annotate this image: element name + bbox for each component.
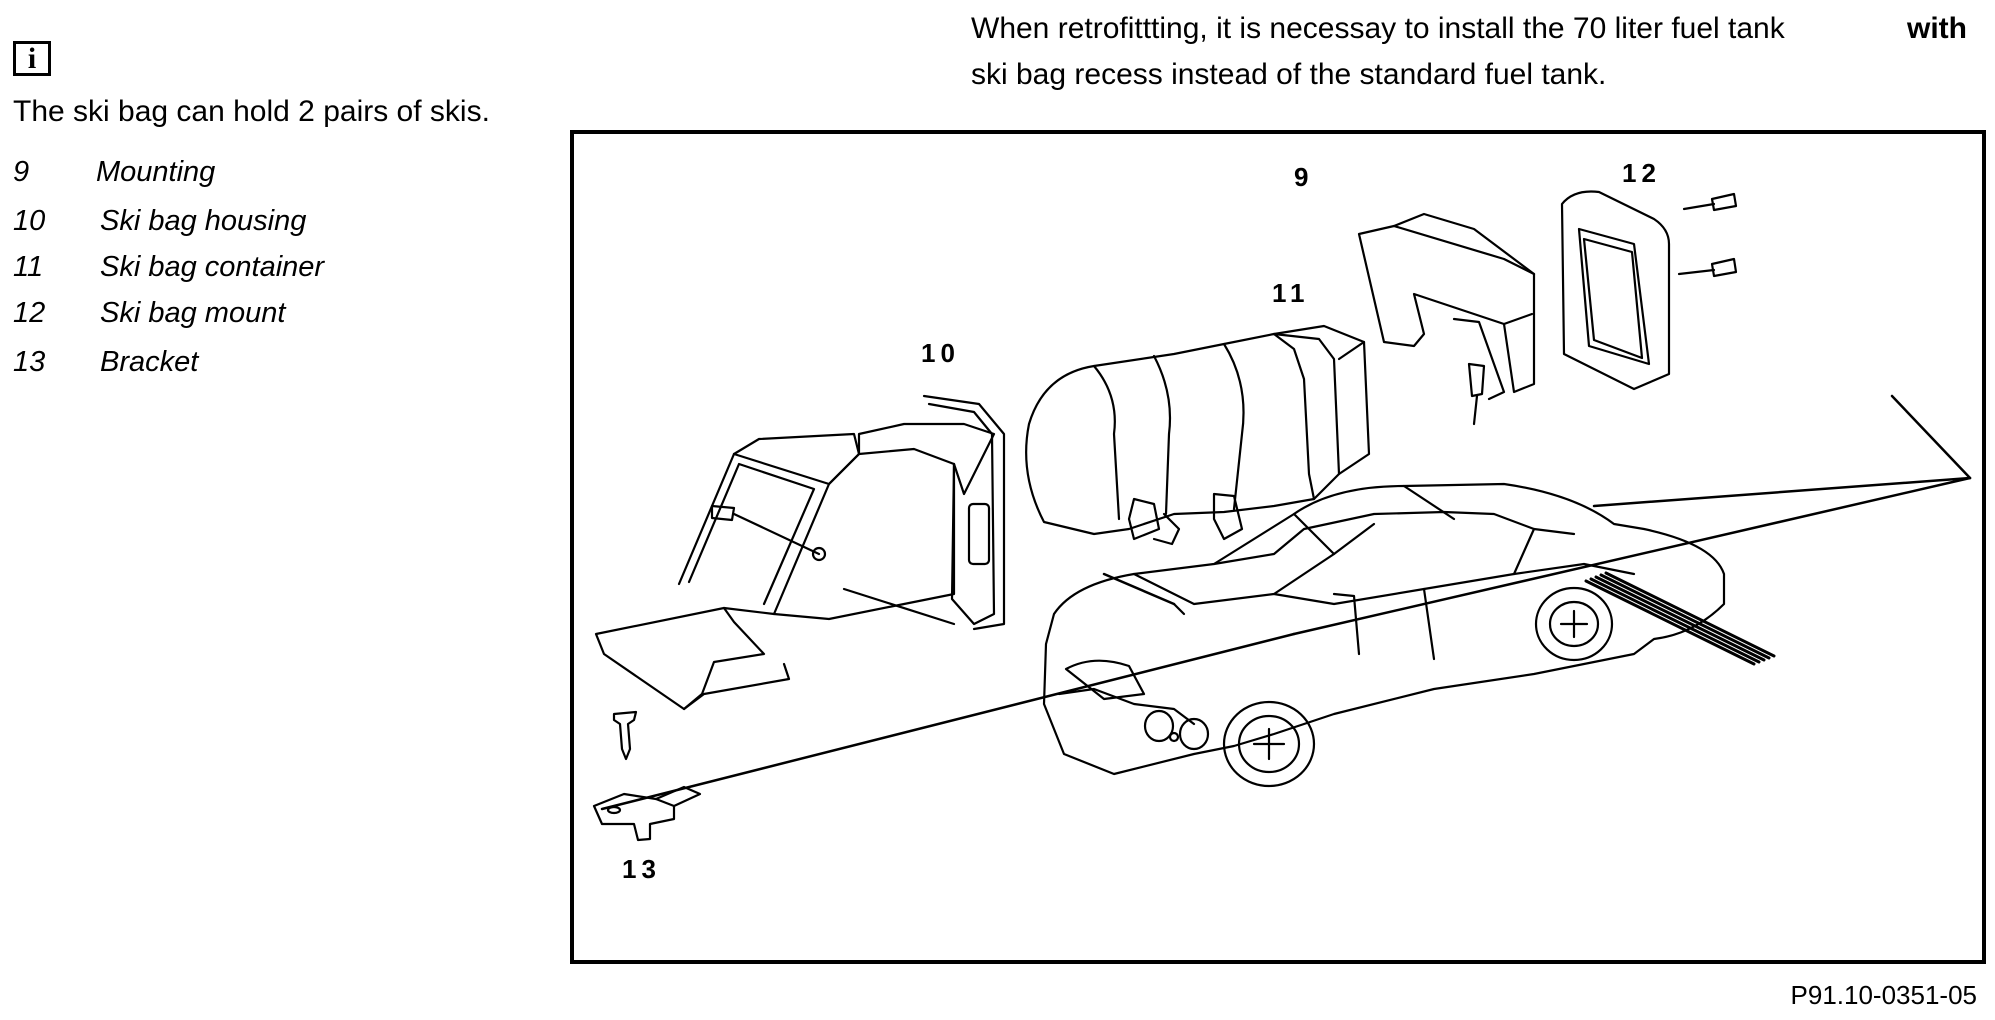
legend-number: 11 (13, 251, 44, 283)
legend-label: Ski bag container (100, 251, 325, 283)
legend-number: 9 (13, 156, 30, 188)
part-10-housing (594, 394, 1006, 711)
callout-10: 10 (921, 338, 960, 368)
car-illustration (1042, 482, 1726, 788)
part-12-mount (1560, 190, 1738, 391)
car-section-marker (1584, 571, 1776, 666)
note-line-2: ski bag recess instead of the standard f… (971, 58, 1607, 91)
callout-11: 11 (1272, 278, 1310, 308)
legend-label: Ski bag housing (100, 205, 307, 237)
leader-lines (600, 394, 1972, 811)
note-line-1-bold: with (1907, 12, 1967, 45)
intro-text: The ski bag can hold 2 pairs of skis. (13, 95, 490, 128)
part-13-bracket (592, 710, 702, 842)
callout-12: 12 (1622, 158, 1661, 188)
exploded-diagram: 9 10 11 12 13 (570, 130, 1986, 964)
callout-13: 13 (622, 854, 661, 884)
info-icon: i (13, 41, 51, 76)
legend-number: 12 (13, 297, 46, 329)
note-line-1-text: When retrofittting, it is necessay to in… (971, 12, 1785, 45)
legend-label: Bracket (100, 346, 199, 378)
callout-9: 9 (1294, 162, 1313, 192)
legend-number: 13 (13, 346, 46, 378)
legend-label: Ski bag mount (100, 297, 286, 329)
part-11-container (1025, 324, 1371, 546)
note-line-1: When retrofittting, it is necessay to in… (971, 6, 1981, 52)
part-9-mounting (1357, 212, 1536, 426)
retrofit-note: When retrofittting, it is necessay to in… (971, 6, 1981, 98)
diagram-drawing: 9 10 11 12 13 (592, 158, 1972, 884)
legend-number: 10 (13, 205, 46, 237)
legend-label: Mounting (96, 156, 216, 188)
figure-reference: P91.10-0351-05 (1790, 980, 1977, 1010)
